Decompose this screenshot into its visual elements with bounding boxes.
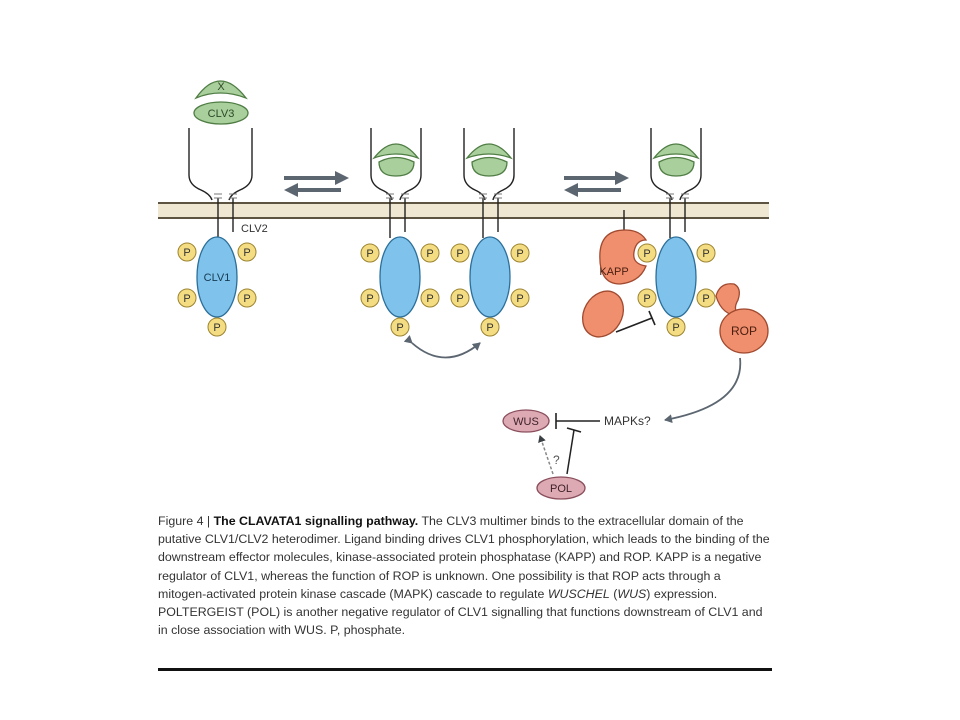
phosphates-1: P P P P P bbox=[177, 242, 257, 337]
svg-text:P: P bbox=[213, 322, 220, 334]
ligand-complex-free: X CLV3 bbox=[193, 80, 249, 125]
kapp-protein: KAPP bbox=[581, 229, 648, 338]
phosphates-3: P P P P P bbox=[637, 243, 716, 337]
rop-to-mapk-arrow bbox=[664, 357, 742, 424]
svg-text:P: P bbox=[516, 293, 523, 305]
caption-text-3: ) expression. POLTERGEIST (POL) is anoth… bbox=[158, 586, 763, 638]
svg-text:P: P bbox=[396, 322, 403, 334]
wus-label: WUS bbox=[513, 416, 539, 428]
equilibrium-arrows-1 bbox=[284, 171, 349, 197]
kapp-label: KAPP bbox=[599, 266, 628, 278]
svg-text:P: P bbox=[366, 248, 373, 260]
svg-text:P: P bbox=[456, 293, 463, 305]
transphosphorylation-arrow bbox=[403, 335, 481, 359]
svg-text:P: P bbox=[456, 248, 463, 260]
receptor-3 bbox=[623, 128, 702, 318]
svg-text:P: P bbox=[486, 322, 493, 334]
mapks-label: MAPKs? bbox=[604, 414, 651, 428]
receptor-2a bbox=[370, 128, 422, 318]
plasma-membrane bbox=[158, 202, 769, 219]
svg-text:P: P bbox=[516, 248, 523, 260]
clv1-label: CLV1 bbox=[204, 272, 231, 284]
caption-wuschel: WUSCHEL bbox=[547, 586, 610, 601]
clv3-label: CLV3 bbox=[208, 108, 235, 120]
wus-node: WUS bbox=[502, 409, 550, 433]
pol-node: POL bbox=[536, 476, 586, 500]
svg-text:P: P bbox=[702, 248, 709, 260]
pol-label: POL bbox=[550, 483, 572, 495]
svg-text:P: P bbox=[426, 293, 433, 305]
caption-figure-number: Figure 4 | bbox=[158, 514, 214, 528]
caption-wus: WUS bbox=[617, 586, 647, 601]
rop-label: ROP bbox=[731, 324, 757, 338]
caption-text-2: ( bbox=[609, 586, 618, 601]
svg-text:P: P bbox=[183, 293, 190, 305]
question-mark: ? bbox=[553, 453, 560, 467]
equilibrium-arrows-2 bbox=[564, 171, 629, 197]
svg-text:P: P bbox=[243, 247, 250, 259]
svg-text:P: P bbox=[643, 248, 650, 260]
svg-text:P: P bbox=[426, 248, 433, 260]
figure-caption: Figure 4 | The CLAVATA1 signalling pathw… bbox=[158, 512, 770, 639]
x-label: X bbox=[217, 81, 225, 93]
kapp-inhibition bbox=[615, 310, 656, 333]
caption-rule bbox=[158, 668, 772, 671]
clv2-label: CLV2 bbox=[241, 223, 268, 235]
pol-inhibition bbox=[566, 427, 582, 475]
caption-title: The CLAVATA1 signalling pathway. bbox=[213, 514, 419, 528]
receptor-1: CLV2 CLV1 bbox=[188, 128, 268, 318]
caption-text-1: The CLV3 multimer binds to the extracell… bbox=[158, 514, 770, 601]
svg-text:P: P bbox=[243, 293, 250, 305]
svg-text:P: P bbox=[366, 293, 373, 305]
svg-text:P: P bbox=[702, 293, 709, 305]
rop-protein: ROP bbox=[715, 283, 769, 354]
phosphates-2: P P P P P P P P P P bbox=[360, 243, 530, 337]
svg-text:P: P bbox=[672, 322, 679, 334]
svg-text:P: P bbox=[643, 293, 650, 305]
pol-to-wus-arrow bbox=[538, 435, 554, 475]
mapk-wus-inhibition bbox=[555, 413, 600, 429]
receptor-2b bbox=[463, 128, 515, 318]
svg-text:P: P bbox=[183, 247, 190, 259]
